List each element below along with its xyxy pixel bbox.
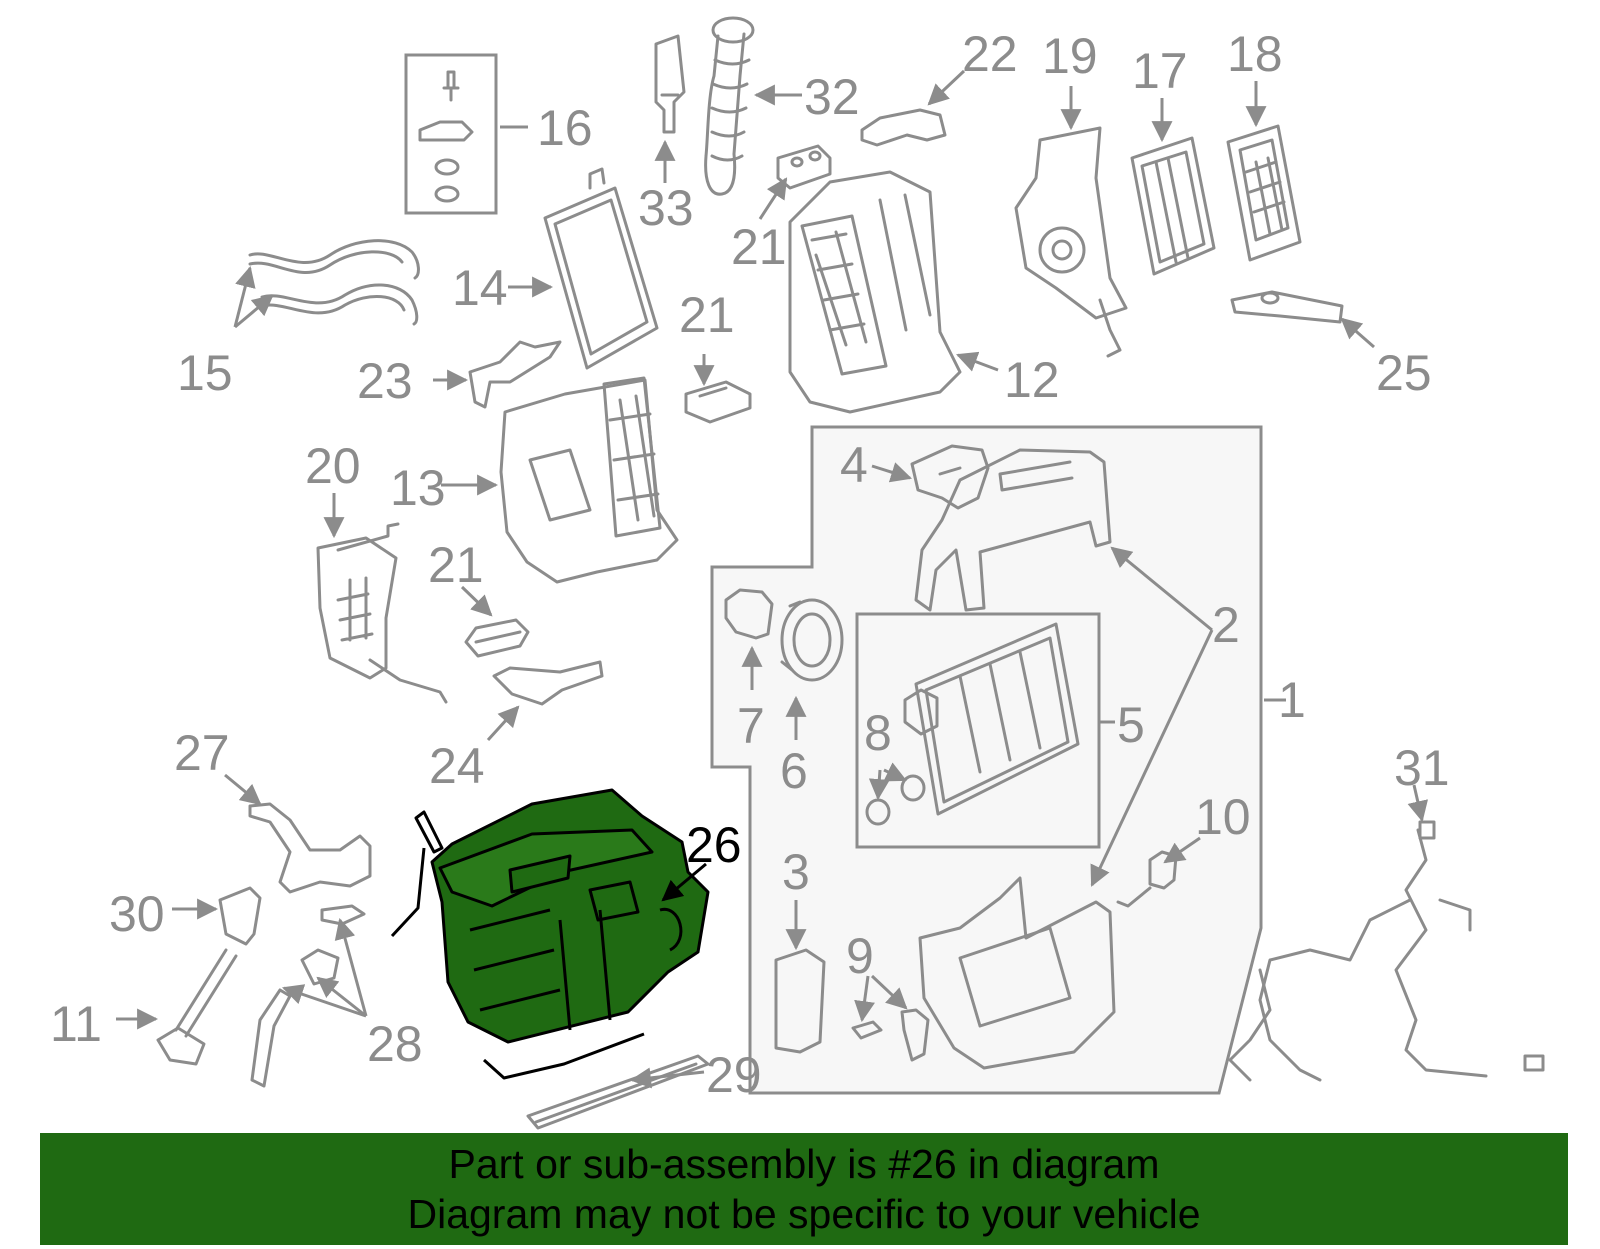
evaporator-subgroup-box — [855, 612, 1101, 849]
callout-5[interactable]: 5 — [1117, 697, 1145, 753]
callout-31[interactable]: 31 — [1394, 740, 1450, 796]
part-21-clip-lower[interactable] — [464, 618, 530, 658]
part-33-sensor[interactable] — [654, 34, 686, 134]
callout-11[interactable]: 11 — [50, 996, 102, 1052]
part-11-sensor-rod[interactable] — [156, 948, 238, 1066]
part-13-heater-case[interactable] — [499, 376, 679, 584]
part-6-blower-wheel[interactable] — [780, 598, 844, 682]
callout-18[interactable]: 18 — [1227, 26, 1283, 82]
callout-15[interactable]: 15 — [177, 345, 233, 401]
part-32-drain-tube[interactable] — [704, 16, 755, 196]
part-18-cabin-filter[interactable] — [1226, 124, 1302, 262]
callout-1[interactable]: 1 — [1278, 672, 1306, 728]
part-7-servo[interactable] — [724, 588, 774, 640]
part-15-heater-hoses[interactable] — [248, 239, 420, 326]
callout-22[interactable]: 22 — [962, 26, 1018, 82]
callout-21-lower[interactable]: 21 — [428, 537, 484, 593]
callout-28[interactable]: 28 — [367, 1016, 423, 1072]
callout-2[interactable]: 2 — [1212, 597, 1240, 653]
callout-19[interactable]: 19 — [1042, 28, 1098, 84]
part-22-bracket[interactable] — [860, 108, 947, 147]
part-17-filter-frame[interactable] — [1130, 136, 1216, 276]
callout-33[interactable]: 33 — [638, 180, 694, 236]
part-31-wiring-harness[interactable] — [1228, 820, 1545, 1082]
part-26-hvac-housing[interactable] — [390, 788, 710, 1080]
callout-9[interactable]: 9 — [846, 928, 874, 984]
callout-14[interactable]: 14 — [452, 260, 508, 316]
callout-16[interactable]: 16 — [537, 100, 593, 156]
leader-arrows — [116, 69, 1429, 1089]
part-20-actuator-bracket[interactable] — [316, 522, 448, 704]
part-10-sensor[interactable] — [1116, 850, 1178, 908]
part-5-evaporator[interactable] — [903, 622, 1080, 816]
banner-line-part-number: Part or sub-assembly is #26 in diagram — [448, 1141, 1160, 1187]
callout-4[interactable]: 4 — [840, 437, 868, 493]
part-4-duct[interactable] — [910, 444, 990, 510]
part-12-air-inlet-module[interactable] — [788, 170, 962, 414]
info-banner: Part or sub-assembly is #26 in diagram D… — [40, 1133, 1568, 1245]
callout-6[interactable]: 6 — [780, 743, 808, 799]
callout-21-top[interactable]: 21 — [731, 219, 787, 275]
callout-17[interactable]: 17 — [1132, 43, 1188, 99]
part-9-clips[interactable] — [851, 1008, 930, 1062]
part-2-upper-case[interactable] — [914, 448, 1112, 612]
callout-27[interactable]: 27 — [174, 725, 230, 781]
callout-26[interactable]: 26 — [686, 817, 742, 873]
callout-20[interactable]: 20 — [305, 438, 361, 494]
part-2-lower-case[interactable] — [918, 876, 1116, 1070]
callout-7[interactable]: 7 — [737, 698, 765, 754]
callout-30[interactable]: 30 — [109, 886, 165, 942]
banner-line-disclaimer: Diagram may not be specific to your vehi… — [407, 1191, 1201, 1237]
part-16-hardware[interactable] — [418, 70, 474, 203]
callout-21-mid[interactable]: 21 — [679, 287, 735, 343]
info-banner-background — [40, 1133, 1568, 1245]
part-14-heater-core[interactable] — [543, 167, 659, 370]
callout-labels: 16 15 14 23 33 32 22 21 21 12 19 17 18 2… — [50, 26, 1450, 1103]
callout-32[interactable]: 32 — [804, 69, 860, 125]
leader-arrow-26 — [661, 862, 707, 902]
callout-29[interactable]: 29 — [706, 1047, 762, 1103]
callout-25[interactable]: 25 — [1376, 345, 1432, 401]
part-24-bracket[interactable] — [492, 660, 604, 706]
callout-13[interactable]: 13 — [390, 460, 446, 516]
callout-12[interactable]: 12 — [1004, 352, 1060, 408]
callout-8[interactable]: 8 — [864, 705, 892, 761]
callout-10[interactable]: 10 — [1195, 789, 1251, 845]
part-23-bracket[interactable] — [468, 340, 562, 409]
callout-23[interactable]: 23 — [357, 353, 413, 409]
callout-24[interactable]: 24 — [429, 738, 485, 794]
part-27-bracket[interactable] — [248, 802, 372, 894]
part-30-cover[interactable] — [218, 886, 262, 946]
callout-3[interactable]: 3 — [782, 844, 810, 900]
part-21-clip-mid[interactable] — [684, 380, 752, 424]
part-25-bracket[interactable] — [1230, 290, 1344, 324]
part-19-blower-motor[interactable] — [1014, 126, 1128, 358]
